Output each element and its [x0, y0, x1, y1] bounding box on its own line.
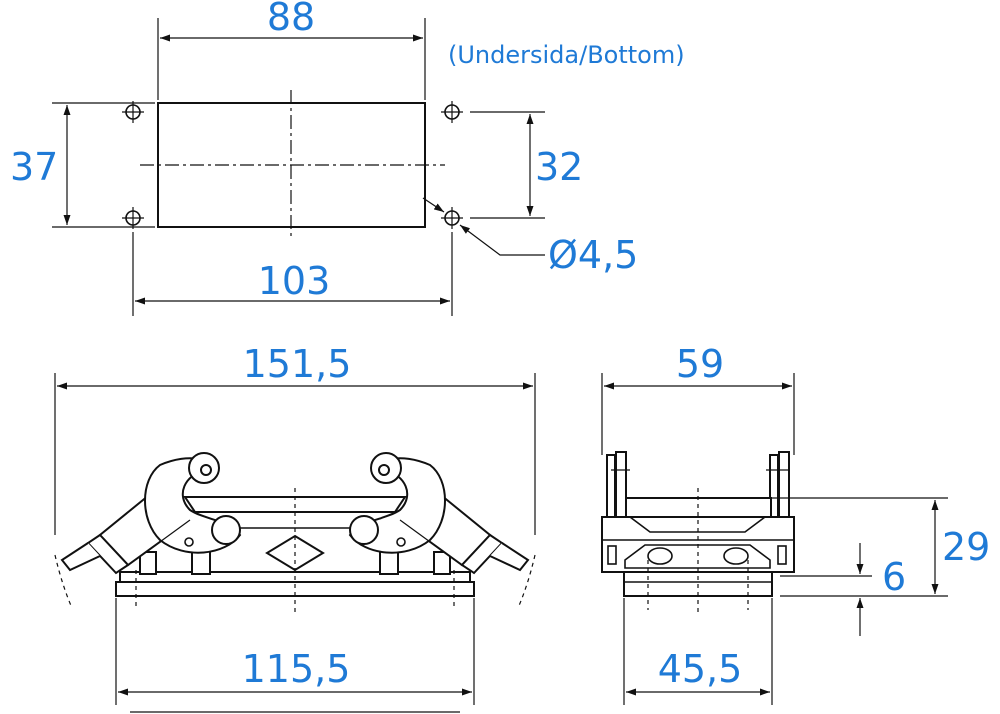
- dim-label-151-5: 151,5: [243, 342, 352, 386]
- dim-label-6: 6: [882, 555, 906, 599]
- dim-label-diameter: Ø4,5: [548, 233, 638, 277]
- front-view: 151,5: [54, 342, 536, 713]
- mounting-hole-bottom-right: [441, 207, 463, 229]
- dim-label-103: 103: [258, 259, 331, 303]
- dim-label-59: 59: [676, 342, 724, 386]
- mounting-hole-top-right: [441, 101, 463, 123]
- bottom-note: (Undersida/Bottom): [448, 41, 685, 69]
- side-view: 59 29 6: [601, 342, 990, 705]
- dim-label-115-5: 115,5: [242, 647, 351, 691]
- mounting-hole-bottom-left: [122, 207, 144, 229]
- dim-label-37: 37: [10, 145, 58, 189]
- dim-label-45-5: 45,5: [658, 647, 743, 691]
- mounting-hole-top-left: [122, 101, 144, 123]
- cutout-view: 88 (Undersida/Bottom) 37 32 103 Ø4,5: [10, 0, 685, 316]
- left-locking-lever: [60, 452, 242, 575]
- dim-label-32: 32: [535, 145, 583, 189]
- dim-label-88: 88: [267, 0, 315, 39]
- dim-leader-diameter: [459, 224, 545, 256]
- dim-label-29: 29: [942, 525, 990, 569]
- right-locking-lever: [348, 452, 530, 575]
